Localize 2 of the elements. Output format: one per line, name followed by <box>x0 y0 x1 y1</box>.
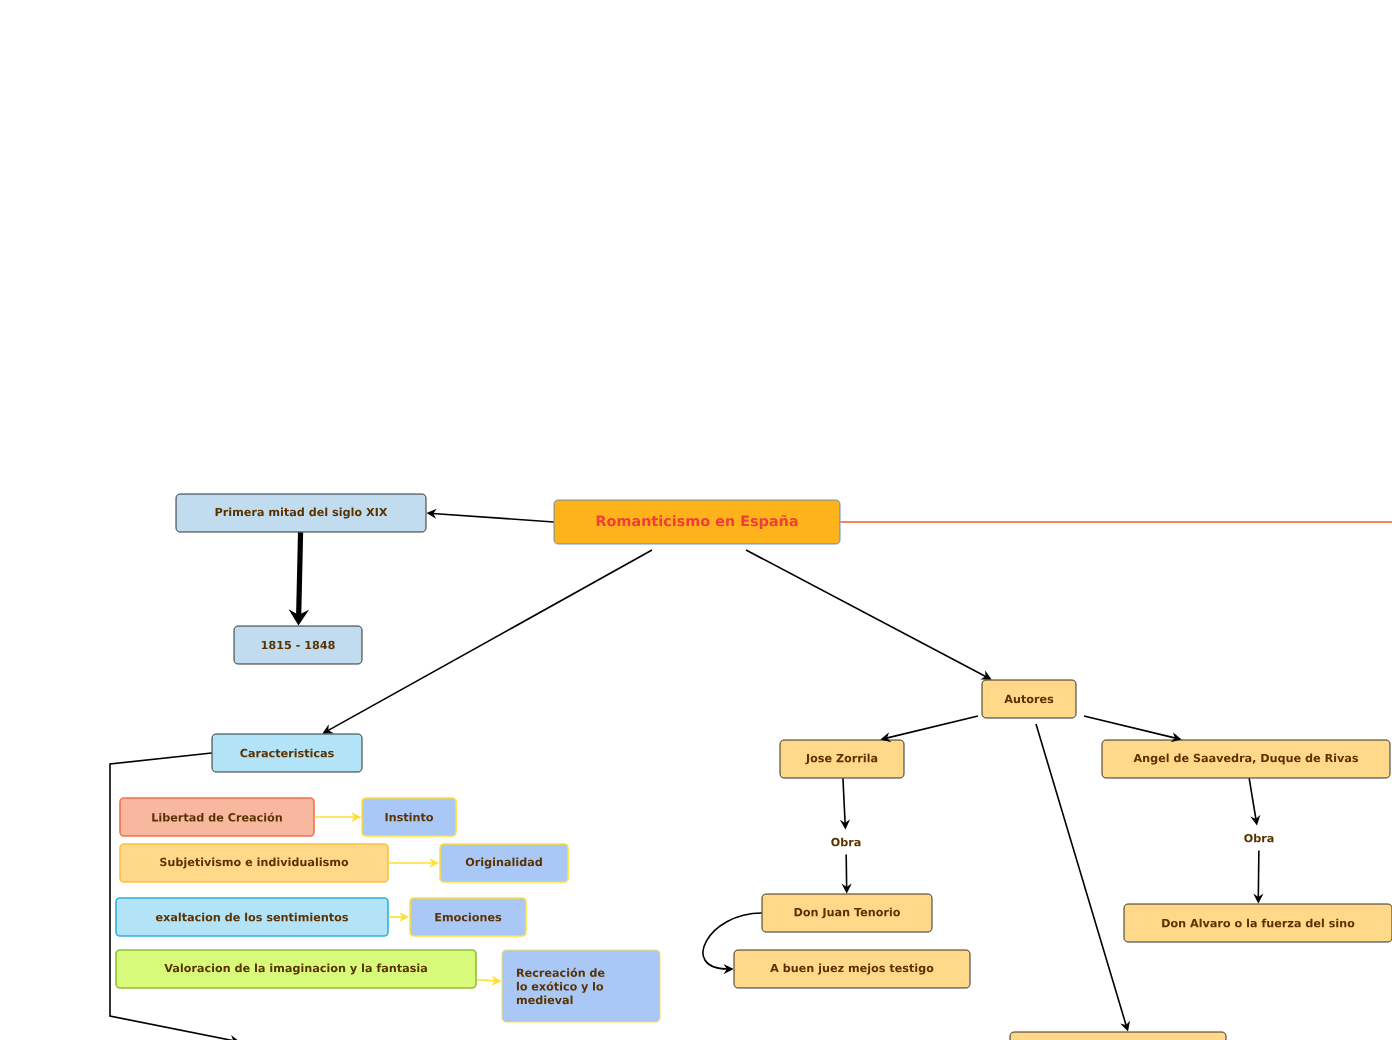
empty-box <box>1009 1031 1227 1040</box>
arrow <box>109 752 240 1040</box>
